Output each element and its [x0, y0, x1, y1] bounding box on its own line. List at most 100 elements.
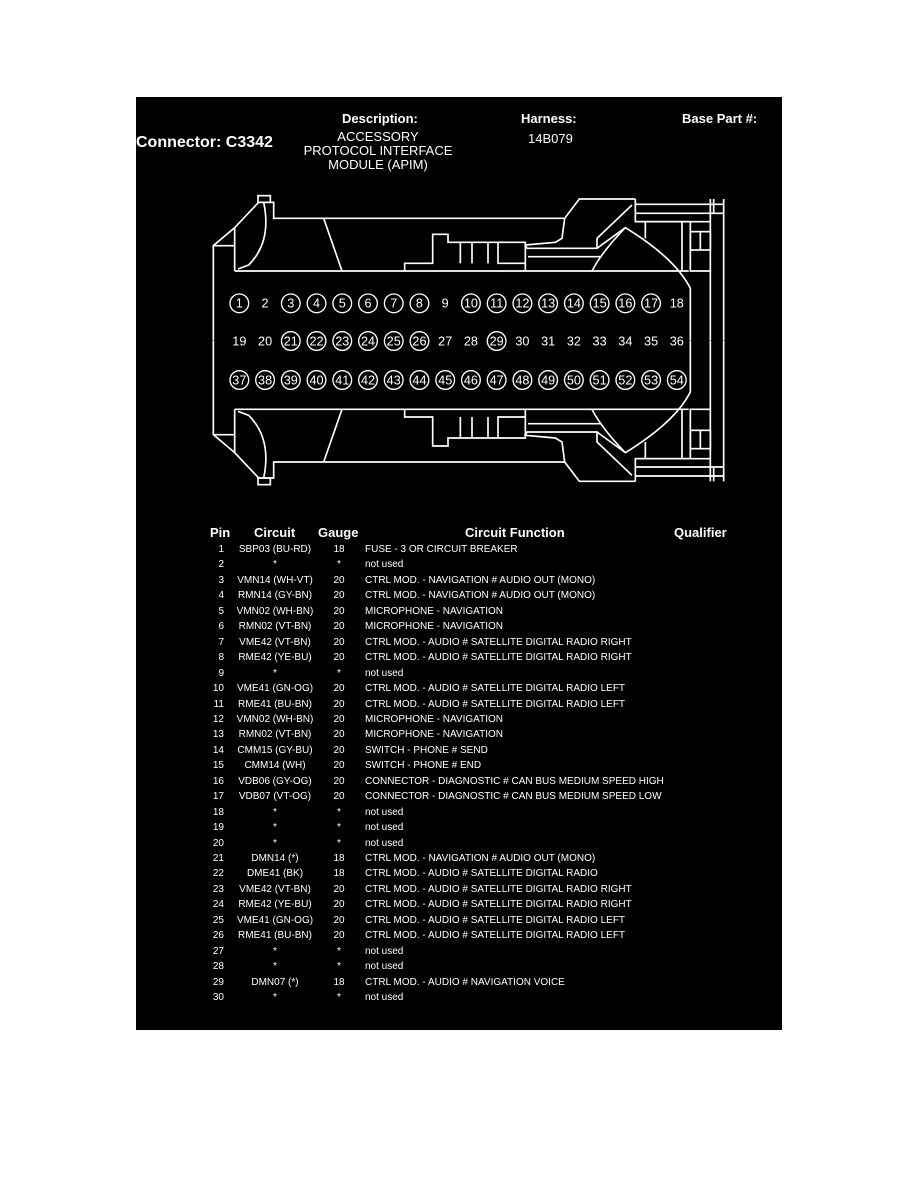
- pin-number: 15: [593, 297, 607, 311]
- pin-circle: [255, 370, 276, 390]
- pin-number: 1: [236, 297, 243, 311]
- circuit-cell: RMN02 (VT-BN): [238, 729, 312, 741]
- circuit-cell: *: [273, 559, 277, 571]
- pin-number: 24: [361, 334, 375, 348]
- pin-number: 5: [339, 297, 346, 311]
- pin-number: 22: [309, 334, 323, 348]
- pin-number: 9: [442, 297, 449, 311]
- pin-number: 10: [464, 297, 478, 311]
- pin-cell: 11: [213, 698, 224, 710]
- pin-number: 41: [335, 373, 349, 387]
- header-qualifier: Qualifier: [674, 525, 727, 540]
- pin-number: 4: [313, 297, 320, 311]
- pin-cell: 19: [212, 822, 224, 834]
- pin-number: 18: [670, 297, 684, 311]
- table-row: 18**not used: [200, 807, 760, 822]
- circuit-cell: VME41 (GN-OG): [236, 914, 314, 926]
- pin-number: 16: [618, 297, 632, 311]
- pin-number: 40: [309, 373, 323, 387]
- circuit-cell: SBP03 (BU-RD): [238, 544, 312, 555]
- table-row: 19 * * not used: [200, 822, 760, 837]
- gauge-cell: *: [337, 806, 341, 818]
- pin-cell: 22: [212, 868, 224, 880]
- circuit-cell: *: [273, 667, 277, 679]
- circuit-cell: *: [273, 837, 277, 849]
- pin-cell: 21: [212, 853, 224, 864]
- pin-number: 36: [670, 334, 684, 348]
- pin-number: 30: [515, 334, 529, 348]
- pin-cell: 14: [212, 744, 224, 756]
- pin-number: 28: [464, 334, 478, 348]
- pin-number: 37: [232, 373, 246, 387]
- pin-circle: [229, 370, 250, 390]
- gauge-cell: 20: [333, 930, 345, 942]
- pin-number: 3: [287, 297, 294, 311]
- pin-circle: [486, 293, 507, 314]
- pin-circle: [358, 370, 378, 390]
- pin-circle: [615, 370, 636, 390]
- function-cell: not used: [365, 822, 404, 834]
- pin-cell: 5: [218, 605, 224, 617]
- description-value: ACCESSORY PROTOCOL INTERFACE MODULE (API…: [286, 130, 470, 172]
- function-cell: CTRL MOD. - AUDIO # SATELLITE DIGITAL RA…: [365, 698, 626, 710]
- pin-cell: 25: [212, 914, 224, 926]
- pin-number: 8: [416, 297, 423, 311]
- circuit-cell: RME41 (BU-BN): [238, 698, 312, 710]
- function-cell: CONNECTOR - DIAGNOSTIC # CAN BUS MEDIUM …: [365, 775, 664, 787]
- pin-circle: [589, 293, 610, 314]
- function-cell: CTRL MOD. - AUDIO # SATELLITE DIGITAL RA…: [365, 914, 626, 926]
- circuit-cell: *: [273, 992, 277, 1004]
- gauge-cell: 20: [333, 683, 345, 695]
- pin-circle: [615, 293, 636, 314]
- gauge-cell: *: [337, 822, 341, 834]
- circuit-cell: CMM15 (GY-BU): [237, 744, 313, 756]
- function-cell: CTRL MOD. - AUDIO # SATELLITE DIGITAL RA…: [365, 930, 626, 942]
- pin-number: 17: [644, 297, 658, 311]
- circuit-cell: *: [273, 822, 277, 834]
- pin-cell: 30: [212, 992, 224, 1004]
- gauge-cell: 20: [333, 574, 345, 586]
- pin-cell: 16: [212, 775, 224, 787]
- pin-cell: 1: [218, 544, 224, 555]
- gauge-cell: *: [337, 945, 341, 957]
- pin-cell: 26: [212, 930, 224, 942]
- pin-number: 39: [284, 373, 298, 387]
- pin-number: 29: [490, 334, 504, 348]
- pin-number: 38: [258, 373, 272, 387]
- pin-number: 52: [618, 373, 632, 387]
- gauge-cell: *: [337, 667, 341, 679]
- table-row: 9**not used: [200, 668, 760, 683]
- gauge-cell: 20: [333, 621, 345, 633]
- pin-number: 26: [412, 334, 426, 348]
- function-cell: CTRL MOD. - AUDIO # SATELLITE DIGITAL RA…: [365, 868, 598, 880]
- gauge-cell: 20: [333, 605, 345, 617]
- pin-cell: 7: [218, 636, 224, 648]
- pin-number: 49: [541, 373, 555, 387]
- pin-number: 7: [390, 297, 397, 311]
- pin-number: 43: [387, 373, 401, 387]
- pin-number: 45: [438, 373, 452, 387]
- pin-circle: [332, 293, 353, 314]
- pin-number: 46: [464, 373, 478, 387]
- gauge-cell: 20: [333, 914, 345, 926]
- gauge-cell: 20: [333, 744, 345, 756]
- pin-cell: 6: [218, 621, 224, 633]
- pin-cell: 12: [212, 713, 224, 725]
- circuit-cell: RMN02 (VT-BN): [238, 621, 312, 633]
- pin-number: 11: [490, 297, 503, 311]
- pin-circle: [563, 370, 584, 390]
- header-circuit-function: Circuit Function: [465, 525, 565, 540]
- table-row: 25 VME41 (GN-OG) 20 CTRL MOD. - AUDIO # SAT…: [200, 915, 760, 930]
- gauge-cell: 20: [333, 698, 345, 710]
- pin-cell: 9: [218, 667, 224, 679]
- gauge-cell: 18: [333, 868, 345, 880]
- table-row: 27**not used: [200, 946, 760, 961]
